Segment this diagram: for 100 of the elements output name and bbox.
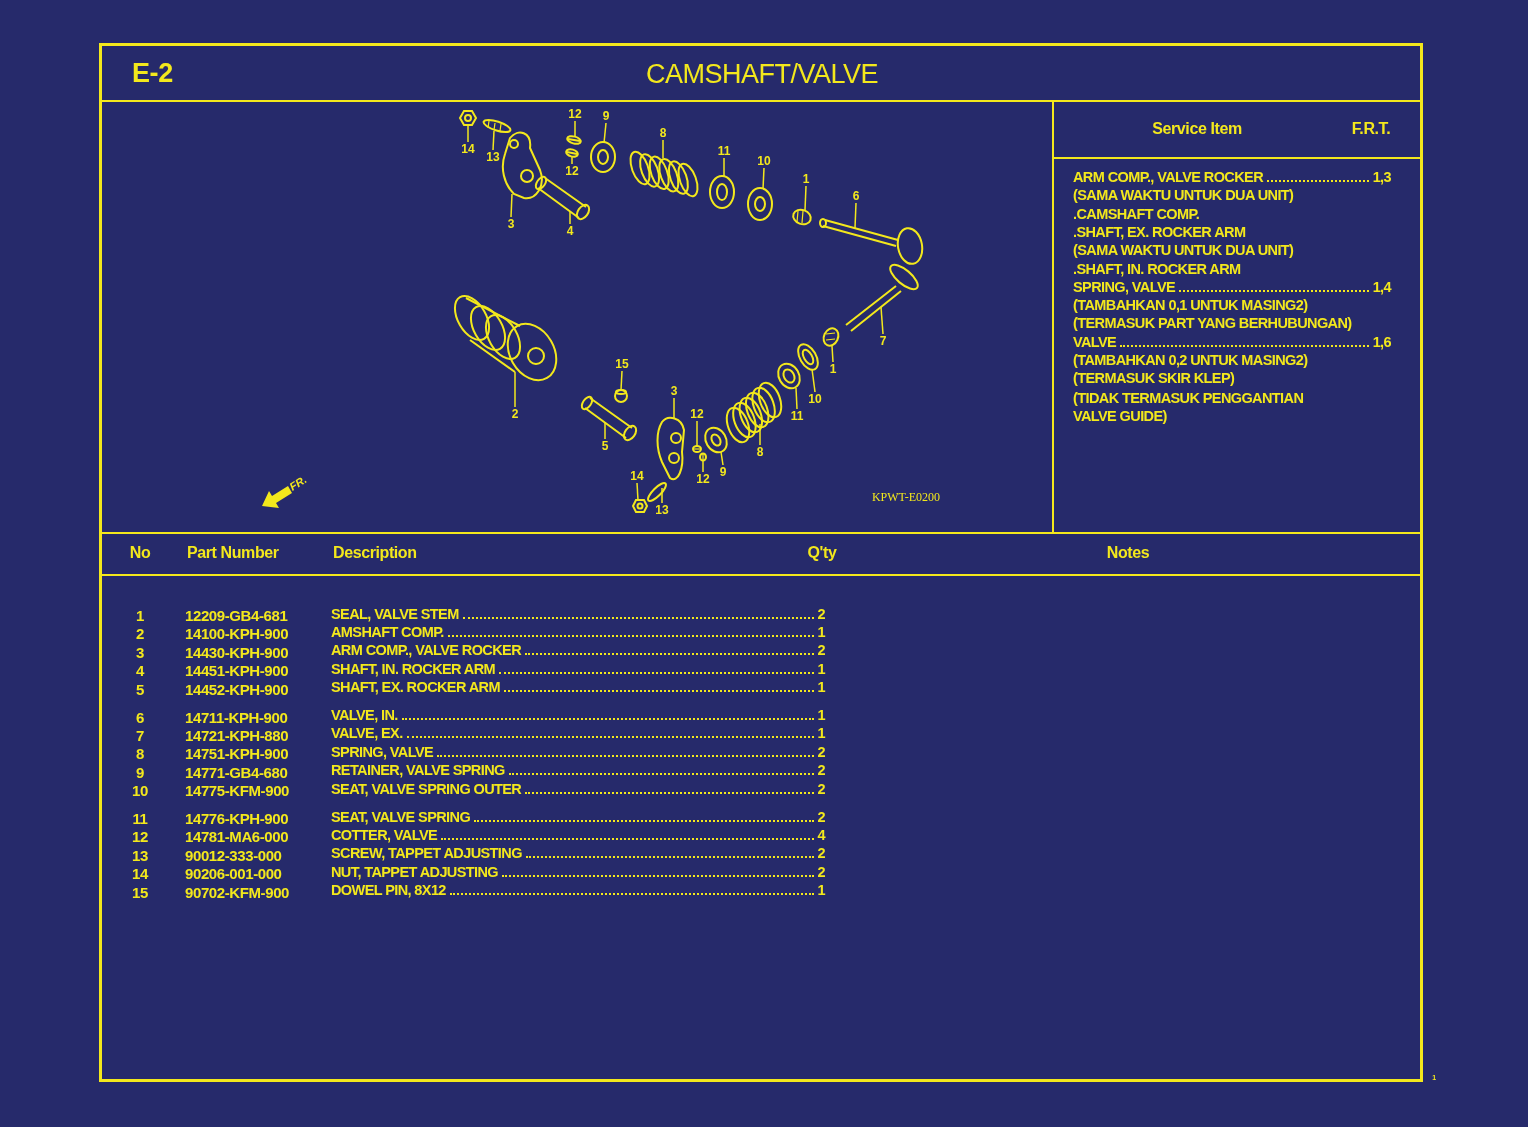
leader-line [604, 421, 606, 440]
rocker-arm-drawing [501, 131, 543, 200]
quantity: 2 [817, 863, 825, 881]
callout-number: 3 [670, 385, 678, 397]
part-description: SHAFT, IN. ROCKER ARM [331, 660, 818, 678]
flat-rate-time: 1,3 [1372, 169, 1391, 186]
part-number: 14781-MA6-000 [185, 828, 289, 844]
callout-number: 5 [601, 440, 609, 452]
part-description: SEAL, VALVE STEM [331, 605, 818, 623]
quantity: 1 [817, 623, 825, 641]
leader-line [880, 306, 884, 335]
quantity: 2 [817, 642, 825, 660]
service-item: VALVE [1073, 333, 1373, 351]
callout-number: 8 [756, 446, 764, 458]
item-number: 5 [136, 681, 144, 697]
part-description: COTTER, VALVE [331, 826, 818, 844]
rocker-shaft-drawing [534, 175, 591, 221]
part-number: 14751-KPH-900 [185, 745, 289, 761]
leader-line [514, 371, 516, 408]
callout-number: 3 [507, 218, 515, 230]
quantity: 1 [817, 679, 825, 697]
item-number: 1 [136, 607, 144, 623]
part-number: 14452-KPH-900 [185, 681, 289, 697]
leader-line [662, 139, 664, 159]
item-number: 10 [132, 782, 148, 798]
callout-number: 2 [511, 408, 519, 420]
flat-rate-time: 1,6 [1372, 333, 1391, 351]
part-number: 90012-333-000 [185, 847, 282, 863]
leader-line [467, 124, 469, 143]
valve-drawing [819, 218, 924, 265]
flat-rate-time: 1,4 [1372, 278, 1391, 296]
leader-line [720, 451, 724, 466]
leader-line [492, 130, 495, 151]
part-description: ARM COMP., VALVE ROCKER [331, 642, 818, 660]
callout-number: 14 [630, 470, 644, 482]
leader-line [804, 185, 807, 211]
part-number: 14451-KPH-900 [185, 662, 289, 678]
quantity: 1 [817, 882, 825, 900]
dowel-pin-drawing [614, 389, 628, 403]
quantity: 2 [817, 605, 825, 623]
item-number: 13 [132, 847, 148, 863]
part-description: SEAT, VALVE SPRING OUTER [331, 780, 818, 798]
rocker-shaft-drawing [580, 395, 638, 442]
nut-drawing [631, 499, 649, 513]
leader-line [510, 193, 513, 218]
column-header: Notes [1106, 545, 1150, 561]
item-number: 6 [136, 709, 144, 724]
service-note: .CAMSHAFT COMP. [1073, 205, 1200, 223]
item-number: 15 [132, 884, 148, 900]
service-note: (TERMASUK PART YANG BERHUBUNGAN) [1073, 315, 1352, 333]
callout-number: 13 [655, 504, 669, 516]
part-number: 14775-KFM-900 [185, 782, 290, 798]
part-description: VALVE, EX. [331, 725, 818, 743]
part-description: VALVE, IN. [331, 707, 818, 724]
item-number: 3 [136, 644, 144, 660]
leader-line [696, 420, 698, 447]
valve-drawing [845, 263, 919, 332]
part-description: RETAINER, VALVE SPRING [331, 762, 818, 780]
valve-cotter-drawing [699, 452, 707, 462]
leader-line [620, 370, 623, 391]
quantity: 1 [817, 725, 825, 743]
valve-spring-drawing [725, 381, 783, 444]
item-number: 12 [132, 828, 148, 844]
part-number: 14771-GB4-680 [185, 764, 288, 780]
leader-line [831, 345, 834, 363]
service-note: (SAMA WAKTU UNTUK DUA UNIT) [1073, 242, 1294, 260]
callout-number: 4 [566, 225, 574, 237]
leader-line [636, 482, 639, 501]
leader-line [795, 387, 798, 410]
column-header: Q'ty [807, 545, 837, 561]
leader-line [571, 156, 573, 165]
service-item: SPRING, VALVE [1073, 278, 1373, 296]
valve-cotter-drawing [566, 135, 582, 145]
part-number: 14711-KPH-900 [185, 709, 288, 724]
callout-number: 12 [696, 473, 710, 485]
part-number: 14100-KPH-900 [185, 625, 289, 641]
service-note: (TERMASUK SKIR KLEP) [1073, 370, 1235, 388]
callout-number: 10 [757, 155, 771, 167]
item-number: 9 [136, 764, 144, 780]
quantity: 1 [817, 660, 825, 678]
adjusting-screw-drawing [482, 118, 512, 134]
callout-number: 1 [829, 363, 837, 375]
callout-number: 12 [690, 408, 704, 420]
callout-number: 8 [659, 127, 667, 139]
service-note: .SHAFT, EX. ROCKER ARM [1073, 223, 1246, 241]
callout-number: 11 [790, 410, 804, 422]
leader-line [661, 487, 663, 504]
adjusting-screw-drawing [647, 482, 667, 502]
service-note: (TAMBAHKAN 0,2 UNTUK MASING2) [1073, 352, 1308, 369]
leader-line [702, 459, 704, 473]
part-description: SCREW, TAPPET ADJUSTING [331, 845, 818, 863]
callout-number: 11 [717, 145, 731, 157]
quantity: 4 [817, 826, 825, 844]
spring-seat-drawing [777, 362, 801, 390]
callout-number: 9 [719, 466, 727, 478]
service-note: .SHAFT, IN. ROCKER ARM [1073, 260, 1241, 278]
valve-spring-drawing [629, 150, 699, 198]
item-number: 11 [132, 810, 148, 826]
part-description: NUT, TAPPET ADJUSTING [331, 863, 818, 881]
callout-number: 13 [486, 151, 500, 163]
